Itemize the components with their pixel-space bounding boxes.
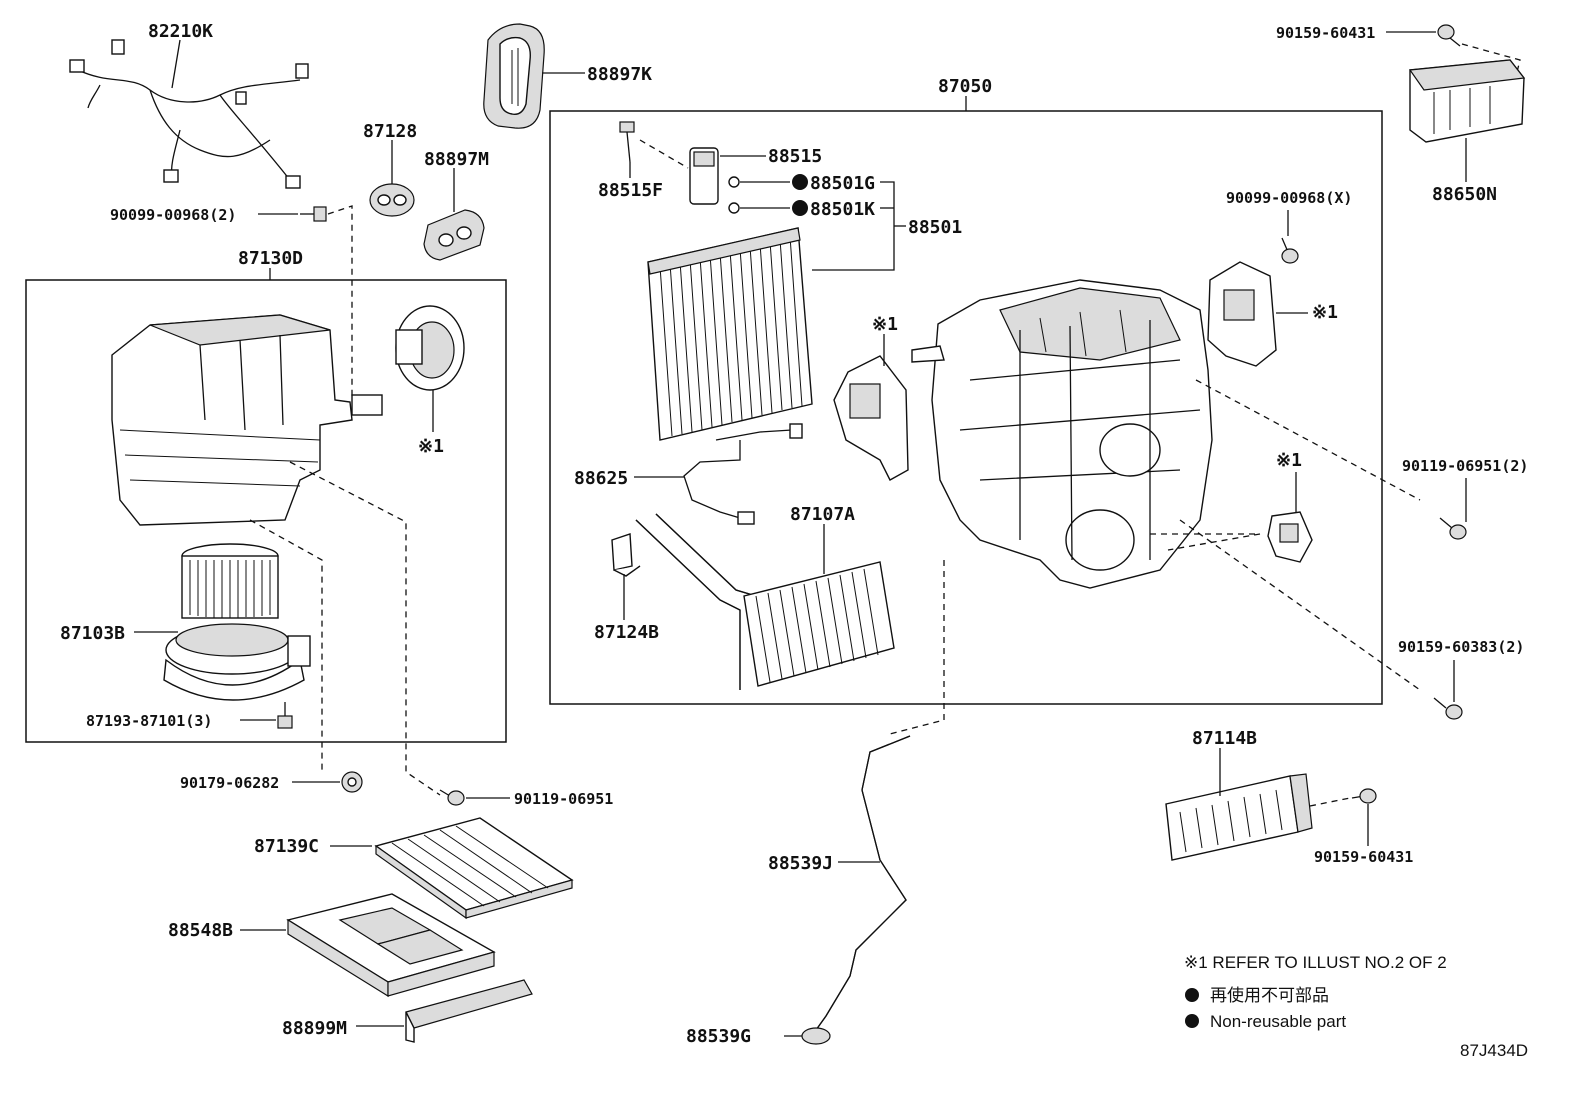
- label-88501: 88501: [908, 217, 962, 238]
- label-87130d: 87130D: [238, 248, 303, 269]
- label-88625: 88625: [574, 468, 628, 489]
- actuator-right-top-illustration: [1207, 261, 1277, 367]
- illustration-id: 87J434D: [1460, 1041, 1528, 1060]
- drain-hose-illustration: [801, 735, 911, 1045]
- seal-88897k-illustration: [483, 23, 545, 129]
- label-87050: 87050: [938, 76, 992, 97]
- screw-90119-illustration: [439, 789, 465, 806]
- filter-case-illustration: [286, 893, 496, 998]
- expansion-valve-illustration: [689, 147, 740, 214]
- screw-87193-illustration: [277, 702, 293, 729]
- frame-87130d: [25, 279, 507, 743]
- label-90119-06951-2: 90119-06951(2): [1402, 457, 1528, 475]
- screw-90159-60383-illustration: [1433, 697, 1463, 720]
- seal-88899m-illustration: [405, 979, 533, 1043]
- label-88501k: 88501K: [810, 199, 875, 220]
- label-87193-87101-3: 87193-87101(3): [86, 712, 212, 730]
- label-87128: 87128: [363, 121, 417, 142]
- note-nonreuse-jp: 再使用不可部品: [1210, 985, 1329, 1006]
- legend-dot-jp: [1185, 988, 1199, 1002]
- label-88539j: 88539J: [768, 853, 833, 874]
- label-87107a: 87107A: [790, 504, 855, 525]
- screw-90099-00968-illustration: [300, 206, 327, 222]
- label-90159-60431-bottom: 90159-60431: [1314, 848, 1413, 866]
- note-refer: ※1 REFER TO ILLUST NO.2 OF 2: [1184, 953, 1447, 972]
- evaporator-illustration: [647, 227, 813, 441]
- label-90179-06282: 90179-06282: [180, 774, 279, 792]
- heater-87114b-illustration: [1165, 773, 1313, 861]
- thermistor-illustration: [683, 423, 803, 525]
- heater-core-illustration: [635, 513, 895, 690]
- filter-87139c-illustration: [374, 817, 574, 920]
- label-88539g: 88539G: [686, 1026, 751, 1047]
- refmark-right-top: ※1: [1312, 302, 1338, 323]
- label-88515: 88515: [768, 146, 822, 167]
- label-88548b: 88548B: [168, 920, 233, 941]
- seal-88897m-illustration: [423, 209, 485, 261]
- label-90159-60383-2: 90159-60383(2): [1398, 638, 1524, 656]
- label-88501g: 88501G: [810, 173, 875, 194]
- non-reusable-dot-88501k: [792, 200, 808, 216]
- non-reusable-dot-88501g: [792, 174, 808, 190]
- actuator-right-bottom-illustration: [1267, 511, 1313, 563]
- label-88899m: 88899M: [282, 1018, 347, 1039]
- label-88897m: 88897M: [424, 149, 489, 170]
- label-87139c: 87139C: [254, 836, 319, 857]
- blower-case-illustration: [111, 314, 383, 526]
- grommet-87128-illustration: [369, 183, 415, 217]
- refmark-right-bottom: ※1: [1276, 450, 1302, 471]
- note-nonreuse-en: Non-reusable part: [1210, 1012, 1346, 1031]
- screw-90119-06951-2-illustration: [1439, 517, 1467, 540]
- actuator-center-illustration: [833, 355, 909, 481]
- label-90159-60431-top: 90159-60431: [1276, 24, 1375, 42]
- label-87103b: 87103B: [60, 623, 125, 644]
- screw-90159-60431-bottom-illustration: [1351, 788, 1377, 804]
- label-87124b: 87124B: [594, 622, 659, 643]
- label-90099-00968-2: 90099-00968(2): [110, 206, 236, 224]
- refmark-blower: ※1: [418, 436, 444, 457]
- refmark-center: ※1: [872, 314, 898, 335]
- blower-motor-illustration: [163, 543, 311, 701]
- bolt-88515f-illustration: [619, 121, 635, 163]
- label-87114b: 87114B: [1192, 728, 1257, 749]
- hvac-unit-illustration: [911, 279, 1213, 589]
- screw-90159-60431-top-illustration: [1437, 24, 1461, 47]
- label-82210k: 82210K: [148, 21, 213, 42]
- clamp-87124b-illustration: [611, 533, 641, 577]
- clip-90179-illustration: [341, 771, 363, 793]
- actuator-blower-illustration: [395, 305, 465, 391]
- label-88650n: 88650N: [1432, 184, 1497, 205]
- wire-harness-illustration: [69, 39, 309, 189]
- label-90099-00968-x: 90099-00968(X): [1226, 189, 1352, 207]
- label-90119-06951: 90119-06951: [514, 790, 613, 808]
- ecu-88650n-illustration: [1408, 59, 1526, 143]
- label-88897k: 88897K: [587, 64, 652, 85]
- legend-dot-en: [1185, 1014, 1199, 1028]
- screw-90099-00968-x-illustration: [1281, 237, 1299, 264]
- label-88515f: 88515F: [598, 180, 663, 201]
